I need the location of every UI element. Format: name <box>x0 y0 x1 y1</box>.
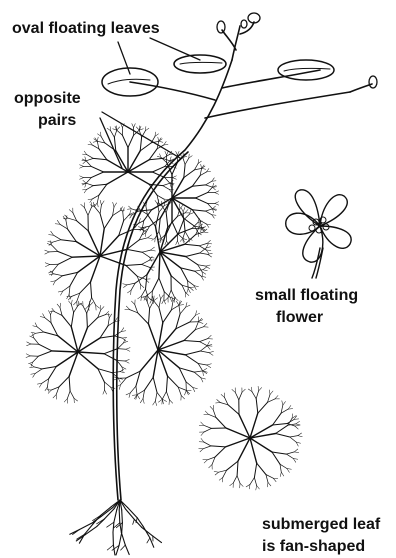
submerged-leaf-detached <box>199 386 303 490</box>
pointer-lines <box>100 38 200 168</box>
main-stem <box>113 60 232 500</box>
small-flower <box>286 190 351 278</box>
label-opposite: opposite <box>14 90 81 107</box>
bud-1 <box>217 21 225 33</box>
bud-4 <box>369 76 377 88</box>
bud-3 <box>241 20 247 28</box>
submerged-leaves <box>26 124 302 490</box>
roots <box>70 500 162 555</box>
submerged-leaf-6 <box>113 294 214 405</box>
label-small-floating: small floating <box>255 287 358 304</box>
branch-middle <box>222 70 320 88</box>
branch-left <box>130 82 215 100</box>
label-is-fan-shaped: is fan-shaped <box>262 538 365 555</box>
pointer-pair-left <box>100 118 122 168</box>
pointer-oval-leaf-right <box>150 38 200 60</box>
label-oval-floating-leaves: oval floating leaves <box>12 20 160 37</box>
flower-stem <box>312 248 320 278</box>
branch-right <box>205 92 350 118</box>
main-stem-edge <box>117 152 188 500</box>
petal-4 <box>320 195 347 226</box>
petal-5 <box>295 190 320 226</box>
submerged-leaf-4 <box>123 200 213 304</box>
branch-right-tip <box>350 84 372 92</box>
floating-leaf-right <box>278 60 334 80</box>
top-buds <box>217 13 377 88</box>
root-6 <box>120 500 154 547</box>
label-flower: flower <box>276 309 323 326</box>
bud-stem <box>222 30 236 50</box>
submerged-leaf-1 <box>80 124 177 207</box>
label-pairs: pairs <box>38 112 76 129</box>
label-submerged-leaf: submerged leaf <box>262 516 381 533</box>
floating-leaves <box>102 55 334 96</box>
floating-leaf-middle <box>174 55 226 73</box>
stem-top <box>232 26 240 60</box>
